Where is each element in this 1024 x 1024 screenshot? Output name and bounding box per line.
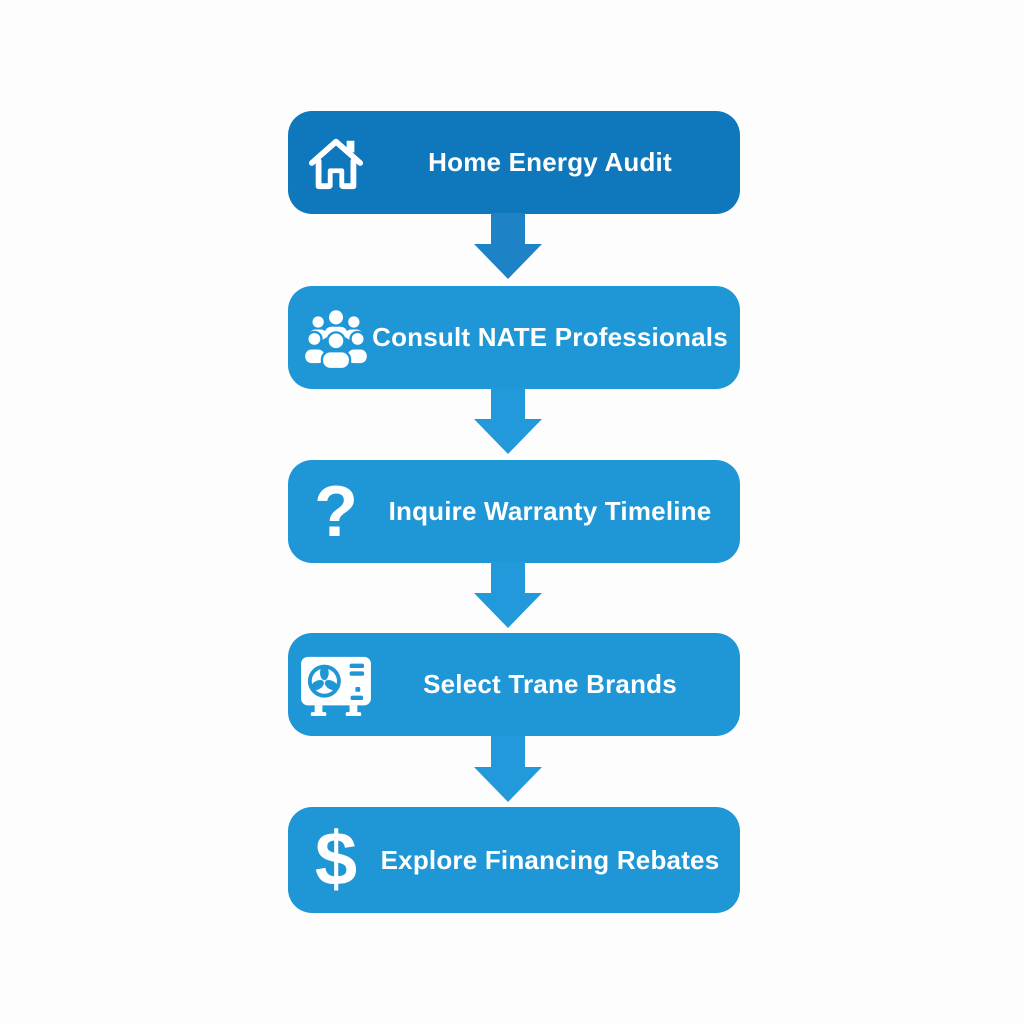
- step-consult-nate-professionals: Consult NATE Professionals: [288, 286, 740, 389]
- question-mark-icon: ?: [314, 471, 358, 552]
- step-home-energy-audit: Home Energy Audit: [288, 111, 740, 214]
- step-label: Home Energy Audit: [428, 147, 672, 177]
- house-icon: [288, 111, 384, 214]
- down-arrow-icon: [474, 388, 542, 454]
- down-arrow-icon: [474, 213, 542, 279]
- down-arrow-icon: [474, 736, 542, 802]
- dollar-sign-icon: $: [314, 817, 358, 902]
- people-group-icon: [288, 286, 384, 389]
- step-label: Select Trane Brands: [423, 669, 677, 699]
- step-label: Explore Financing Rebates: [380, 844, 720, 875]
- hvac-unit-icon: [288, 633, 384, 736]
- step-explore-financing-rebates: $ Explore Financing Rebates: [288, 807, 740, 913]
- down-arrow-icon: [474, 562, 542, 628]
- step-select-trane-brands: Select Trane Brands: [288, 633, 740, 736]
- step-inquire-warranty-timeline: ? Inquire Warranty Timeline: [288, 460, 740, 563]
- step-label: Consult NATE Professionals: [372, 322, 728, 352]
- step-label: Inquire Warranty Timeline: [388, 496, 712, 526]
